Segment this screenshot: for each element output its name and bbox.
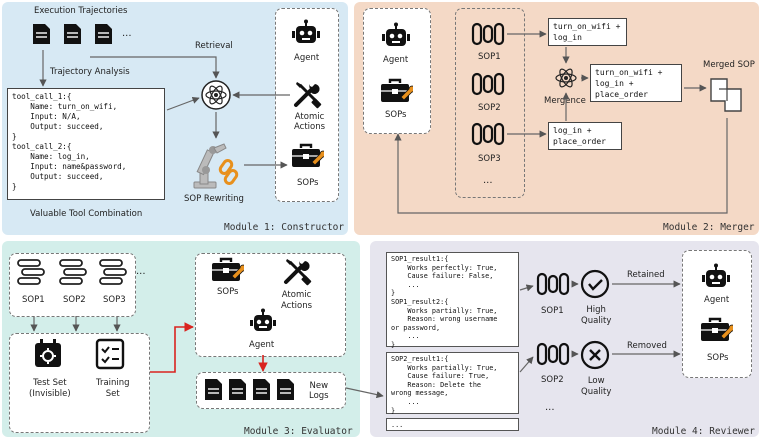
retrieval-label: Retrieval: [195, 41, 233, 51]
high-quality-label: High Quality: [581, 305, 612, 326]
sop2-results-code: SOP2_result1:{ Works partially: True, Ca…: [386, 352, 519, 415]
valuable-tool-combination-label: Valuable Tool Combination: [30, 209, 143, 219]
sops-label: SOPs: [217, 287, 239, 297]
combo-box-merged: turn_on_wifi + log_in + place_order: [590, 64, 682, 102]
trajectory-analysis-label: Trajectory Analysis: [50, 67, 130, 77]
atomic-actions-label: Atomic Actions: [294, 112, 326, 132]
sops-toolbox-icon: [701, 317, 733, 341]
sop-ellipsis: ...: [545, 402, 555, 413]
retained-label: Retained: [627, 270, 665, 280]
robot-arm-icon: [193, 143, 239, 189]
merged-sop-puzzle-icon: [710, 78, 742, 112]
sops-toolbox-icon: [292, 143, 324, 167]
sop1-label: SOP1: [478, 52, 501, 62]
atom-icon: [201, 80, 231, 110]
module2-title: Module 2: Merger: [663, 222, 755, 233]
atomic-actions-tools-icon: [294, 82, 322, 109]
agent-label: Agent: [294, 53, 320, 63]
atomic-actions-label: Atomic Actions: [281, 290, 313, 311]
agent-robot-icon: [250, 308, 276, 331]
combo-box-1: turn_on_wifi + log_in: [548, 18, 627, 46]
sops-toolbox-icon: [212, 257, 244, 281]
agent-label: Agent: [383, 55, 409, 65]
sop3-label: SOP3: [103, 295, 126, 305]
sop-list-icons: [17, 259, 127, 285]
module3-title: Module 3: Evaluator: [244, 426, 353, 437]
sop-ellipsis: ...: [483, 175, 493, 186]
trajectories-ellipsis: ...: [122, 28, 132, 39]
mergence-atom-icon: [555, 68, 577, 88]
low-quality-label: Low Quality: [581, 376, 612, 397]
agent-robot-icon: [702, 263, 730, 287]
sops-toolbox-icon: [381, 78, 413, 102]
agent-robot-icon: [292, 19, 320, 43]
x-circle-icon: [580, 340, 610, 370]
mergence-label: Mergence: [544, 96, 586, 106]
sop2-label: SOP2: [63, 295, 86, 305]
eval-sops-container: [9, 253, 136, 317]
sop2-label: SOP2: [541, 375, 564, 385]
datasets-container: [9, 333, 150, 433]
more-results-code: ...: [386, 418, 519, 431]
module1-title: Module 1: Constructor: [224, 222, 345, 233]
training-set-checklist-icon: [95, 338, 125, 370]
agent-robot-icon: [382, 22, 410, 46]
sop-rewriting-label: SOP Rewriting: [184, 194, 244, 204]
sops-label: SOPs: [707, 353, 729, 363]
agent-label: Agent: [704, 295, 730, 305]
sop1-label: SOP1: [22, 295, 45, 305]
sop1-chain-icon: [536, 272, 570, 296]
execution-trajectories-label: Execution Trajectories: [34, 6, 128, 16]
merged-sop-label: Merged SOP: [703, 60, 755, 70]
sops-label: SOPs: [297, 178, 319, 188]
check-circle-icon: [580, 269, 610, 299]
module4-title: Module 4: Reviewer: [652, 426, 755, 437]
document-icons: [33, 24, 112, 44]
sop-ellipsis: ...: [136, 266, 146, 277]
removed-label: Removed: [627, 341, 667, 351]
tool-call-code: tool_call_1:{ Name: turn_on_wifi, Input:…: [7, 88, 165, 200]
agent-label: Agent: [249, 340, 275, 350]
sop1-label: SOP1: [541, 306, 564, 316]
sop1-results-code: SOP1_result1:{ Works perfectly: True, Ca…: [386, 252, 519, 349]
sop3-label: SOP3: [478, 154, 501, 164]
test-set-label: Test Set (Invisible): [29, 378, 71, 399]
sop2-label: SOP2: [478, 103, 501, 113]
sop2-chain-icon: [536, 342, 570, 366]
log-document-icons: [205, 379, 294, 400]
combo-box-3: log_in + place_order: [548, 122, 622, 150]
training-set-label: Training Set: [96, 378, 130, 399]
atomic-actions-tools-icon: [284, 259, 312, 286]
test-set-calendar-icon: [35, 339, 61, 367]
new-logs-label: New Logs: [309, 381, 329, 401]
sops-label: SOPs: [385, 110, 407, 120]
